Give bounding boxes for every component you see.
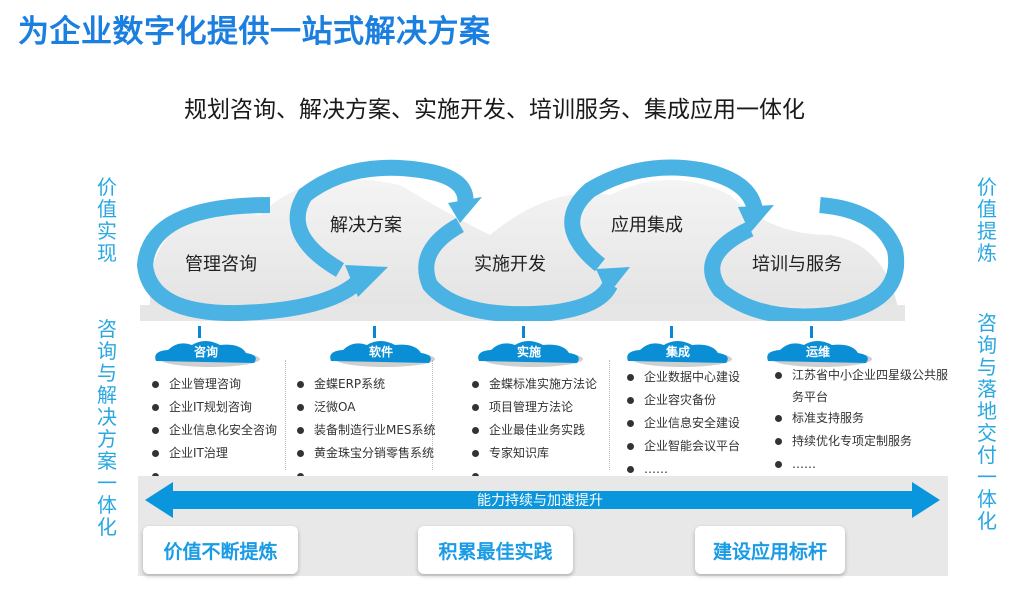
list-item: 企业最佳业务实践 xyxy=(471,421,597,444)
connector xyxy=(670,326,673,338)
list-item: 企业信息化安全咨询 xyxy=(151,421,277,444)
stage-integration: 应用集成 xyxy=(611,215,683,236)
column-divider xyxy=(285,360,286,470)
list-item: 企业容灾备份 xyxy=(626,391,740,414)
arc-training xyxy=(704,197,905,325)
cloud-badge-integration: 集成 xyxy=(622,337,734,367)
list-consulting: 企业管理咨询 企业IT规划咨询 企业信息化安全咨询 企业IT治理 …… xyxy=(151,375,277,490)
connector xyxy=(522,326,525,338)
list-implementation: 金蝶标准实施方法论 项目管理方法论 企业最佳业务实践 专家知识库 …… xyxy=(471,375,597,490)
list-item: 企业IT规划咨询 xyxy=(151,398,277,421)
list-item: 专家知识库 xyxy=(471,444,597,467)
cloud-badge-consulting: 咨询 xyxy=(150,337,262,367)
pillar-application-benchmark: 建设应用标杆 xyxy=(695,526,845,574)
list-operations: 江苏省中小企业四星级公共服务平台 标准支持服务 持续优化专项定制服务 …… xyxy=(774,364,952,478)
cloud-badge-operations: 运维 xyxy=(762,337,874,367)
side-label-right-top: 价值提炼 xyxy=(977,175,997,265)
list-item: 黄金珠宝分销零售系统 xyxy=(296,444,436,467)
cloud-icon xyxy=(627,341,732,367)
list-software: 金蝶ERP系统 泛微OA 装备制造行业MES系统 黄金珠宝分销零售系统 …… xyxy=(296,375,436,490)
cloud-icon xyxy=(155,341,260,367)
arrowhead-implementation xyxy=(596,267,630,295)
list-item: 持续优化专项定制服务 xyxy=(774,432,952,455)
side-label-left-top: 价值实现 xyxy=(97,175,117,265)
list-item: 企业信息安全建设 xyxy=(626,414,740,437)
arc-solution xyxy=(289,159,474,277)
double-arrow-icon xyxy=(145,482,940,518)
cloud-label: 实施 xyxy=(516,345,541,359)
cloud-label: 集成 xyxy=(665,345,690,359)
pillar-value-refinement: 价值不断提炼 xyxy=(143,526,298,574)
page-subtitle: 规划咨询、解决方案、实施开发、培训服务、集成应用一体化 xyxy=(184,97,805,123)
connector xyxy=(810,326,813,338)
arc-implementation xyxy=(418,218,618,323)
list-item: 金蝶标准实施方法论 xyxy=(471,375,597,398)
list-item: …… xyxy=(626,460,740,483)
side-label-right-bottom: 咨询与落地交付一体化 xyxy=(977,311,997,533)
list-item: 装备制造行业MES系统 xyxy=(296,421,436,444)
cloud-icon xyxy=(767,341,872,367)
cloud-label: 运维 xyxy=(805,345,830,359)
side-label-left-bottom: 咨询与解决方案一体化 xyxy=(97,317,117,539)
arc-consulting xyxy=(136,197,366,322)
list-item: …… xyxy=(774,455,952,478)
column-divider xyxy=(609,360,610,470)
stage-implementation: 实施开发 xyxy=(474,254,546,275)
cloud-badge-implementation: 实施 xyxy=(473,337,585,367)
connector xyxy=(373,326,376,338)
stage-training: 培训与服务 xyxy=(752,254,842,275)
cycle-diagram xyxy=(136,159,905,325)
list-item: 企业管理咨询 xyxy=(151,375,277,398)
stage-solution: 解决方案 xyxy=(330,215,402,236)
list-item: 江苏省中小企业四星级公共服务平台 xyxy=(774,364,952,409)
cloud-badge-software: 软件 xyxy=(325,337,437,367)
list-item: 企业数据中心建设 xyxy=(626,368,740,391)
pillar-best-practice: 积累最佳实践 xyxy=(418,526,573,574)
list-item: 金蝶ERP系统 xyxy=(296,375,436,398)
cloud-icon xyxy=(478,341,583,367)
list-item: 企业IT治理 xyxy=(151,444,277,467)
arc-integration xyxy=(564,159,763,272)
stage-consulting: 管理咨询 xyxy=(185,254,257,275)
arrow-label: 能力持续与加速提升 xyxy=(477,493,603,509)
connector xyxy=(198,326,201,338)
arrowhead-solution xyxy=(448,197,482,223)
page-title: 为企业数字化提供一站式解决方案 xyxy=(18,14,491,50)
column-divider xyxy=(432,360,433,470)
arrowhead-consulting xyxy=(345,265,388,297)
list-integration: 企业数据中心建设 企业容灾备份 企业信息安全建设 企业智能会议平台 …… xyxy=(626,368,740,483)
list-item: 项目管理方法论 xyxy=(471,398,597,421)
cloud-label: 软件 xyxy=(368,345,393,359)
list-item: 企业智能会议平台 xyxy=(626,437,740,460)
list-item: 标准支持服务 xyxy=(774,409,952,432)
list-item: 泛微OA xyxy=(296,398,436,421)
cloud-icon xyxy=(330,341,435,367)
cloud-label: 咨询 xyxy=(193,345,218,359)
